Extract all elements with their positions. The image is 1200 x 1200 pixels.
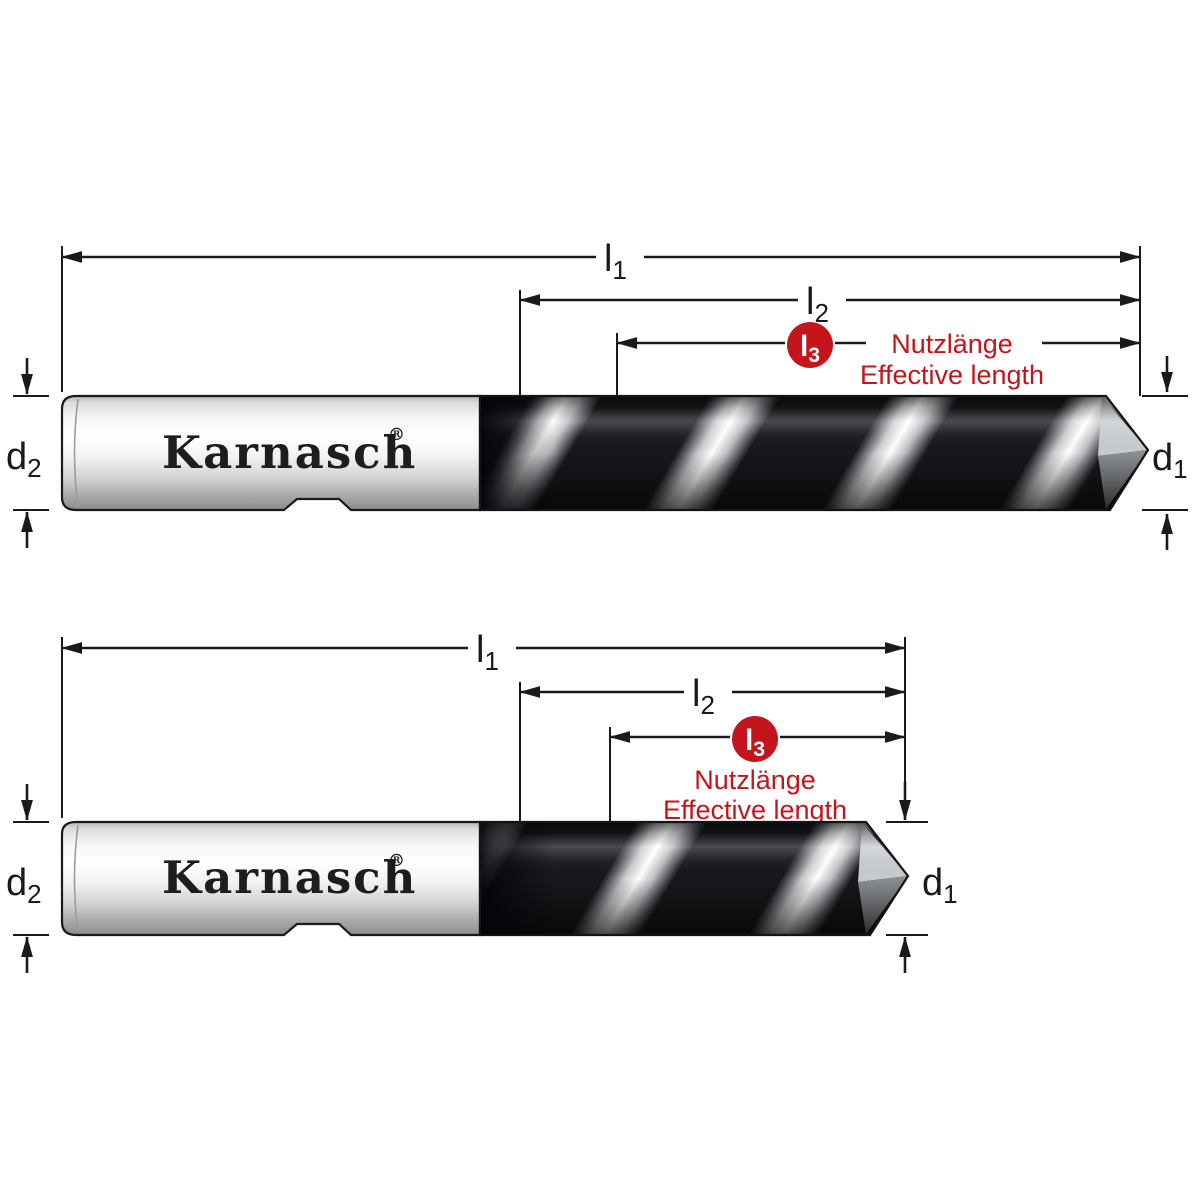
l3-badge [732,716,778,762]
l1-dimension-top: l1 [61,238,1141,396]
shank-end-cap-line [73,824,79,933]
bottom-drill-view: l1 l2 l3 Nutzlänge Effective length Karn… [6,629,958,973]
effective-length-de-label: Nutzlänge [694,765,816,795]
d2-label: d2 [6,862,42,909]
l1-dimension-bottom: l1 [61,629,906,818]
d1-label: d1 [922,862,958,909]
drill-shank [60,820,482,937]
l3-badge [787,322,833,368]
d2-dimension-bottom: d2 [6,784,49,973]
l2-label: l2 [806,281,829,328]
drill-neck-shadow [480,396,554,510]
l3-badge-label: l3 [745,724,765,761]
drill-flutes-shading [480,396,1148,510]
effective-length-en-label: Effective length [663,795,847,825]
brand-registered-mark: ® [388,425,405,445]
brand-logo: Karnasch [162,426,417,479]
l3-dimension-top: l3 Nutzlänge Effective length [616,322,1141,414]
brand-logo: Karnasch [162,851,417,904]
shank-end-cap-line [73,398,79,508]
l3-badge-label: l3 [800,330,820,367]
effective-length-en-label: Effective length [860,360,1044,390]
brand-registered-mark: ® [388,851,405,871]
l1-label: l1 [604,238,627,285]
drill-flutes-shading [480,822,908,935]
d2-dimension-top: d2 [6,358,49,548]
drill-shank [60,394,482,512]
l2-label: l2 [692,673,715,720]
drill-neck-shadow [480,822,554,935]
d1-dimension-top: d1 [1142,356,1188,550]
d2-label: d2 [6,436,42,483]
l3-dimension-bottom: l3 Nutzlänge Effective length [609,716,906,836]
drill-illustration-bottom: Karnasch ® [60,820,910,937]
effective-length-de-label: Nutzlänge [891,329,1013,359]
drill-illustration-top: Karnasch ® [60,394,1150,512]
d1-label: d1 [1152,437,1188,484]
drill-flutes-outline [478,820,910,937]
l2-dimension-top: l2 [519,281,1141,410]
d1-dimension-bottom: d1 [886,782,958,973]
l2-dimension-bottom: l2 [519,673,906,834]
top-drill-view: l1 l2 l3 Nutzlänge Effective length Karn… [6,238,1188,550]
drill-flutes-outline [478,394,1150,512]
l1-label: l1 [476,629,499,676]
